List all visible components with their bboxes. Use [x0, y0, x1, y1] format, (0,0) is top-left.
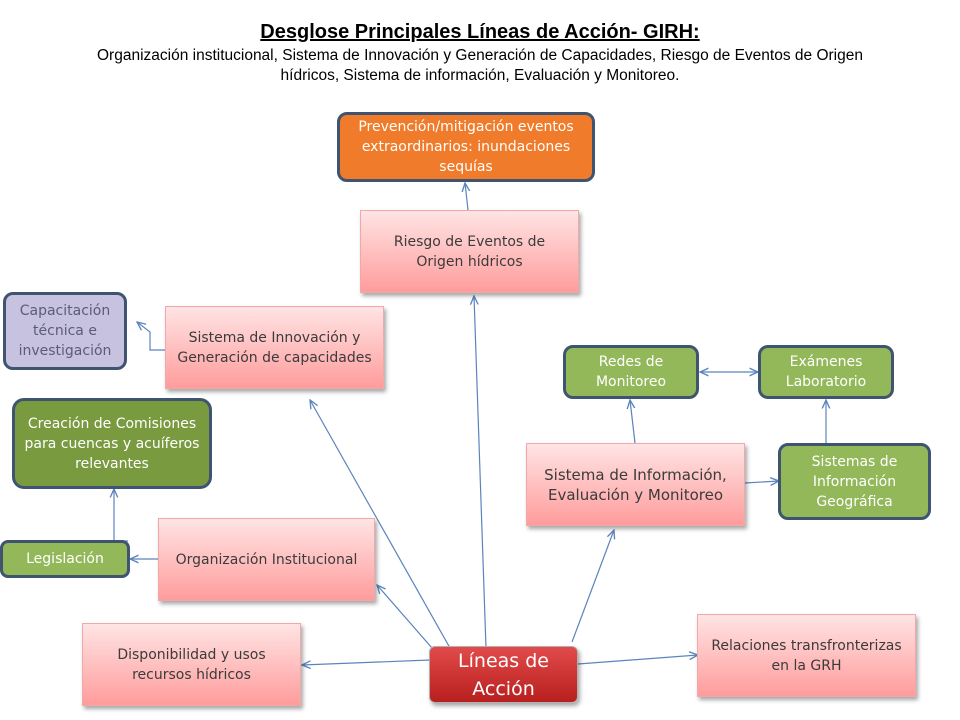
node-redes: Redes de Monitoreo [563, 345, 699, 399]
arrow-lineas-relaciones [577, 655, 698, 665]
arrow-riesgo-prevencion [465, 183, 468, 211]
diagram-title: Desglose Principales Líneas de Acción- G… [260, 21, 700, 43]
arrow-sistema-info-sig [744, 481, 779, 483]
node-comisiones: Creación de Comisiones para cuencas y ac… [12, 398, 212, 489]
arrow-lineas-organizacion [377, 585, 433, 649]
arrow-sistema-info-redes [630, 400, 636, 444]
node-relaciones: Relaciones transfronterizas en la GRH [697, 614, 916, 697]
node-disponibilidad: Disponibilidad y usos recursos hídricos [82, 623, 301, 706]
node-lineas-de-accion: Líneas de Acción [429, 646, 578, 703]
node-sig: Sistemas de Información Geográfica [778, 443, 931, 520]
node-riesgo: Riesgo de Eventos de Origen hídricos [360, 210, 579, 293]
diagram-subtitle: Organización institucional, Sistema de I… [97, 47, 863, 84]
node-capacitacion: Capacitación técnica e investigación [3, 292, 127, 370]
node-legislacion: Legislación [0, 540, 130, 578]
arrow-lineas-disponibilidad [302, 659, 431, 665]
arrow-innovacion-capacitacion [137, 322, 165, 351]
arrow-lineas-sistema-info [571, 530, 614, 643]
node-prevencion: Prevención/mitigación eventos extraordin… [337, 112, 595, 182]
node-innovacion: Sistema de Innovación y Generación de ca… [165, 306, 384, 389]
node-organizacion: Organización Institucional [158, 518, 375, 601]
header: Desglose Principales Líneas de Acción- G… [0, 20, 960, 86]
arrow-lineas-riesgo [474, 296, 487, 649]
arrow-legislacion-comisiones [114, 489, 128, 542]
arrow-lineas-innovacion [310, 400, 451, 649]
node-sistema-info: Sistema de Información, Evaluación y Mon… [526, 443, 745, 526]
node-examenes: Exámenes Laboratorio [758, 345, 894, 399]
